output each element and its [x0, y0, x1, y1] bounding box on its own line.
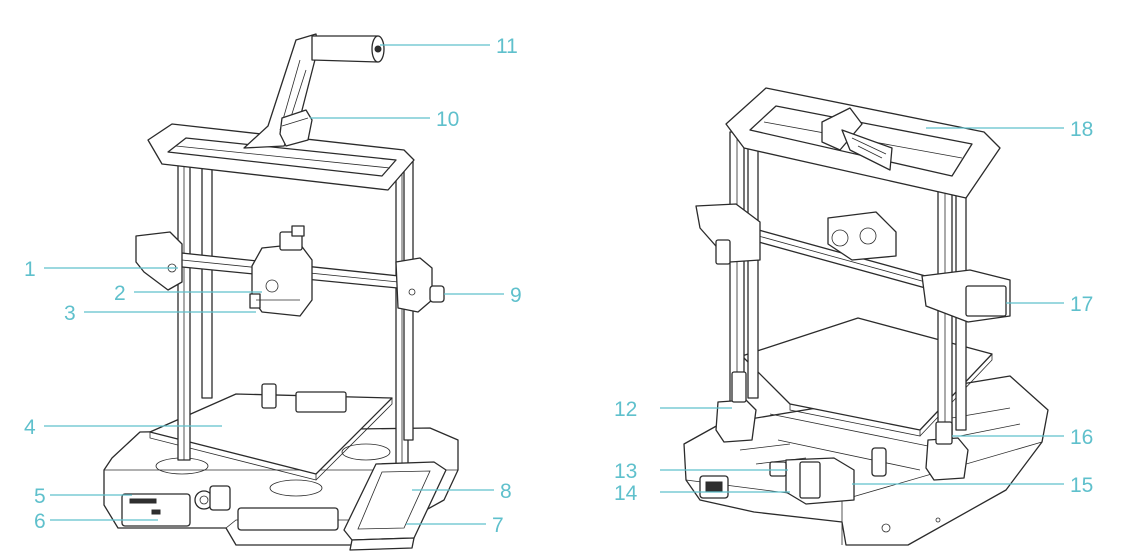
back-left-z-motor — [715, 399, 757, 443]
callout-7: 7 — [492, 514, 504, 537]
callout-11: 11 — [496, 35, 518, 58]
callout-15: 15 — [1070, 474, 1093, 497]
callout-2: 2 — [114, 282, 126, 305]
callout-18: 18 — [1070, 118, 1093, 141]
callout-16: 16 — [1070, 426, 1093, 449]
callout-labels: 1 2 3 4 5 6 7 8 9 10 11 12 13 14 15 16 1… — [24, 35, 1093, 537]
callout-14: 14 — [614, 482, 638, 505]
back-right-z-motor — [925, 437, 969, 481]
callout-3: 3 — [64, 302, 76, 325]
front-printhead — [251, 243, 313, 317]
callout-8: 8 — [500, 480, 512, 503]
callout-17: 17 — [1070, 293, 1093, 316]
callout-6: 6 — [34, 510, 46, 533]
front-right-z-carriage — [395, 257, 433, 313]
front-left-z-carriage — [135, 231, 183, 291]
callout-12: 12 — [614, 398, 637, 421]
callout-1: 1 — [24, 258, 36, 281]
callout-4: 4 — [24, 416, 36, 439]
back-view-printer — [683, 87, 1049, 546]
front-view-printer — [103, 33, 459, 551]
callout-10: 10 — [436, 108, 459, 131]
leader-lines — [44, 44, 1064, 525]
front-spool-rod — [311, 35, 379, 63]
callout-5: 5 — [34, 485, 46, 508]
callout-13: 13 — [614, 460, 637, 483]
back-printhead — [827, 211, 897, 261]
callout-9: 9 — [510, 284, 522, 307]
